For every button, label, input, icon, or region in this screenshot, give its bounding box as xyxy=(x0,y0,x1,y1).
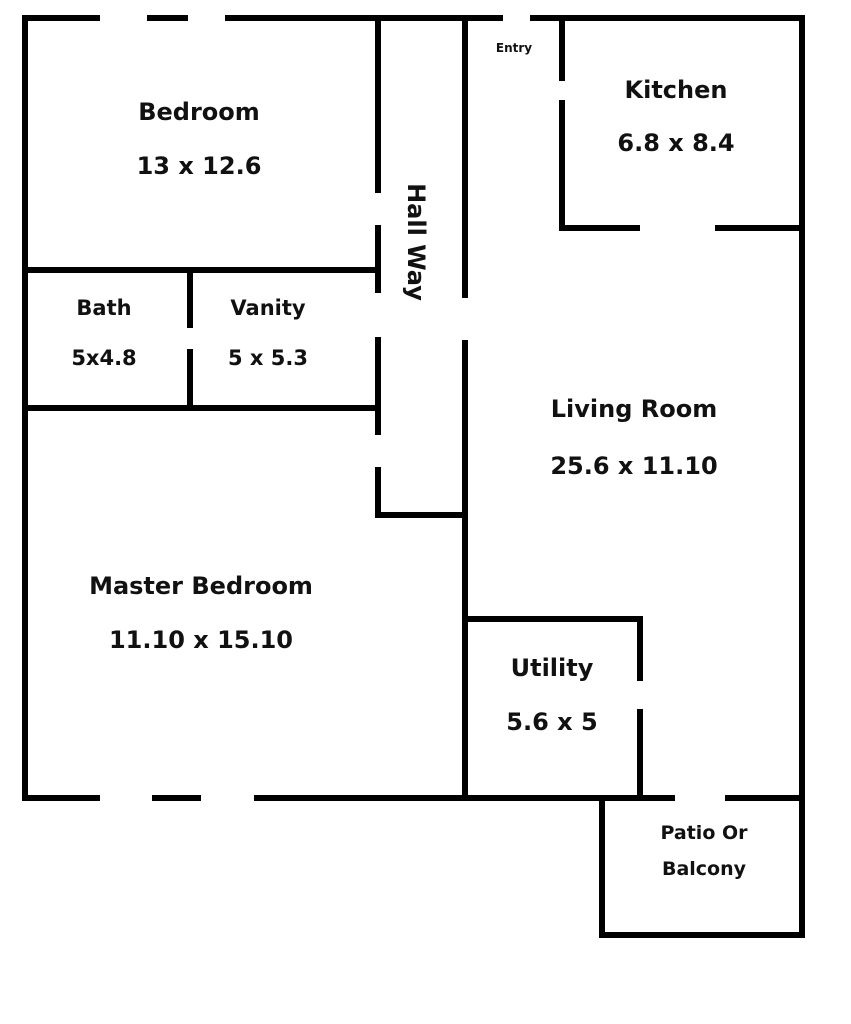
bedroom-dimensions: 13 x 12.6 xyxy=(137,152,262,180)
hallway-name: Hall Way xyxy=(402,183,430,301)
room-labels: Bedroom 13 x 12.6 Bath 5x4.8 Vanity 5 x … xyxy=(71,41,748,880)
vanity-dimensions: 5 x 5.3 xyxy=(228,346,308,370)
master-bedroom-dimensions: 11.10 x 15.10 xyxy=(109,626,293,654)
patio-name-line2: Balcony xyxy=(662,858,747,880)
living-room-name: Living Room xyxy=(551,395,717,423)
utility-name: Utility xyxy=(511,654,594,682)
master-bedroom-name: Master Bedroom xyxy=(89,572,313,600)
bath-name: Bath xyxy=(76,296,131,320)
kitchen-dimensions: 6.8 x 8.4 xyxy=(617,129,734,157)
vanity-name: Vanity xyxy=(230,296,305,320)
bedroom-name: Bedroom xyxy=(138,98,260,126)
kitchen-name: Kitchen xyxy=(625,76,728,104)
walls xyxy=(22,15,805,938)
living-room-dimensions: 25.6 x 11.10 xyxy=(550,452,717,480)
patio-name-line1: Patio Or xyxy=(660,822,748,844)
bath-dimensions: 5x4.8 xyxy=(71,346,136,370)
utility-dimensions: 5.6 x 5 xyxy=(506,708,597,736)
entry-name: Entry xyxy=(496,41,532,55)
